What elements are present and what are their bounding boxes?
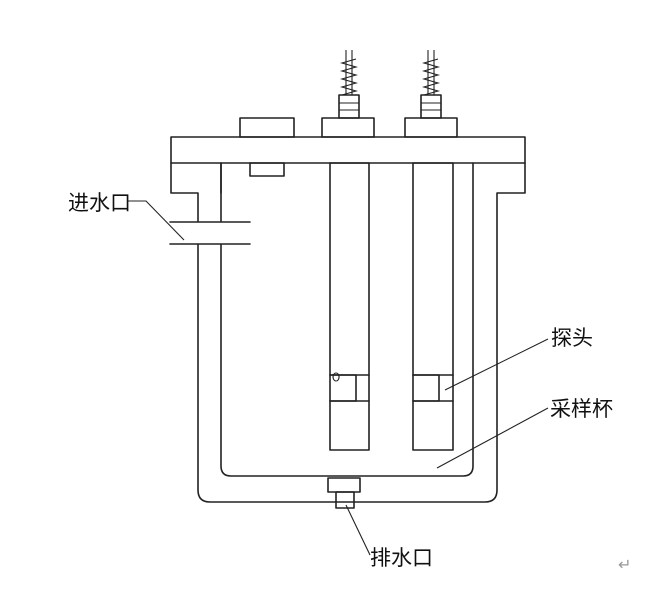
probe-right — [412, 162, 454, 451]
probe-left — [329, 162, 370, 451]
leader-lines — [128, 200, 549, 556]
label-probe: 探头 — [551, 326, 593, 350]
label-outlet: 排水口 — [370, 546, 433, 570]
paragraph-mark: ↵ — [618, 555, 631, 574]
label-inlet: 进水口 — [68, 191, 131, 215]
probe-connector-right — [404, 50, 458, 138]
sampling-cup-body — [170, 162, 526, 503]
probe-connector-left — [321, 50, 375, 138]
inlet-pipe — [169, 221, 251, 245]
drain-fitting — [327, 477, 361, 509]
lid — [170, 117, 526, 177]
label-sampling-cup: 采样杯 — [550, 397, 613, 421]
